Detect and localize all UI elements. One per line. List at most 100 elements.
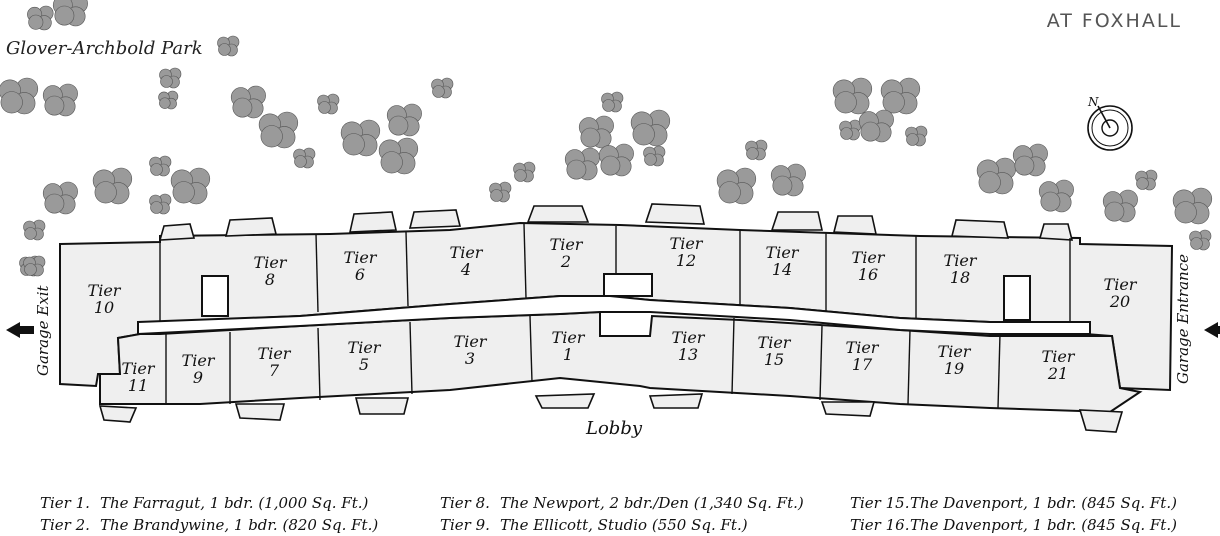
corridor (137, 295, 1091, 336)
tree-icon (44, 193, 65, 214)
tree-icon (580, 127, 601, 148)
compass-n-label: N (1087, 95, 1099, 109)
tree-icon (772, 175, 793, 196)
core (603, 273, 653, 297)
tree-icon (566, 159, 587, 180)
tier-dividers (159, 223, 1071, 409)
tree-icon (718, 181, 741, 204)
garage-exit-arrow-icon (6, 322, 34, 338)
garage-entrance-label: Garage Entrance (1174, 254, 1192, 384)
tree-icon (0, 91, 23, 114)
legend-num: Tier 1. (40, 494, 90, 512)
legend-item: Tier 1. The Farragut, 1 bdr. (1,000 Sq. F… (40, 492, 378, 514)
tree-icon (978, 171, 1001, 194)
tree-icon (600, 155, 621, 176)
tree-icon (294, 155, 307, 168)
tree-icon (24, 227, 37, 240)
legend-item: Tier 8.The Newport, 2 bdr./Den (1,340 Sq… (440, 492, 804, 514)
shaft-left (201, 275, 229, 317)
tree-icon (260, 125, 283, 148)
legend-column-3: Tier 15.The Davenport, 1 bdr. (845 Sq. F… (850, 492, 1177, 536)
tree-icon (380, 151, 403, 174)
tree-icon (1104, 201, 1125, 222)
brand-title: AT FOXHALL (1046, 10, 1182, 32)
tree-icon (160, 75, 173, 88)
building (59, 221, 1174, 414)
tree-icon (388, 115, 409, 136)
tree-icon (24, 263, 37, 276)
legend-column-2: Tier 8.The Newport, 2 bdr./Den (1,340 Sq… (440, 492, 804, 536)
legend-text: The Davenport, 1 bdr. (845 Sq. Ft.) (910, 494, 1177, 512)
tree-icon (632, 123, 655, 146)
tree-icon (882, 91, 905, 114)
tree-icon (1190, 237, 1203, 250)
tree-icon (1174, 201, 1197, 224)
tree-icon (150, 163, 163, 176)
legend-num: Tier 15. (850, 494, 910, 512)
legend-column-1: Tier 1. The Farragut, 1 bdr. (1,000 Sq. F… (40, 492, 378, 536)
tree-icon (432, 85, 445, 98)
tree-icon (1014, 155, 1035, 176)
tree-icon (232, 97, 253, 118)
legend-item: Tier 9. The Ellicott, Studio (550 Sq. Ft.… (440, 514, 804, 536)
tree-group (0, 0, 1213, 277)
tree-icon (218, 43, 231, 56)
tree-icon (1040, 191, 1061, 212)
tree-icon (840, 127, 853, 140)
tree-icon (746, 147, 759, 160)
legend-num: Tier 8. (440, 494, 490, 512)
legend-text: The Brandywine, 1 bdr. (820 Sq. Ft.) (100, 516, 379, 534)
tree-icon (906, 133, 919, 146)
tree-icon (150, 201, 163, 214)
legend-num: Tier 16. (850, 516, 910, 534)
tree-icon (172, 181, 195, 204)
legend-item: Tier 2. The Brandywine, 1 bdr. (820 Sq. F… (40, 514, 378, 536)
tree-icon (860, 121, 881, 142)
tree-icon (834, 91, 857, 114)
legend-text: The Farragut, 1 bdr. (1,000 Sq. Ft.) (100, 494, 369, 512)
tree-icon (1136, 177, 1149, 190)
tree-icon (94, 181, 117, 204)
tree-icon (318, 101, 331, 114)
legend-item: Tier 15.The Davenport, 1 bdr. (845 Sq. F… (850, 492, 1177, 514)
tree-icon (342, 133, 365, 156)
lobby-label: Lobby (586, 418, 643, 439)
tree-icon (159, 97, 171, 109)
tree-icon (514, 169, 527, 182)
tree-icon (54, 5, 75, 26)
legend-num: Tier 2. (40, 516, 90, 534)
park-label: Glover-Archbold Park (6, 38, 203, 59)
tree-icon (644, 153, 657, 166)
legend-text: The Davenport, 1 bdr. (845 Sq. Ft.) (910, 516, 1177, 534)
tree-icon (602, 99, 615, 112)
tree-icon (490, 189, 503, 202)
legend-text: The Ellicott, Studio (550 Sq. Ft.) (500, 516, 748, 534)
tree-icon (44, 95, 65, 116)
tree-icon (28, 14, 44, 30)
legend-num: Tier 9. (440, 516, 490, 534)
garage-exit-label: Garage Exit (34, 285, 52, 376)
shaft-right (1003, 275, 1031, 321)
